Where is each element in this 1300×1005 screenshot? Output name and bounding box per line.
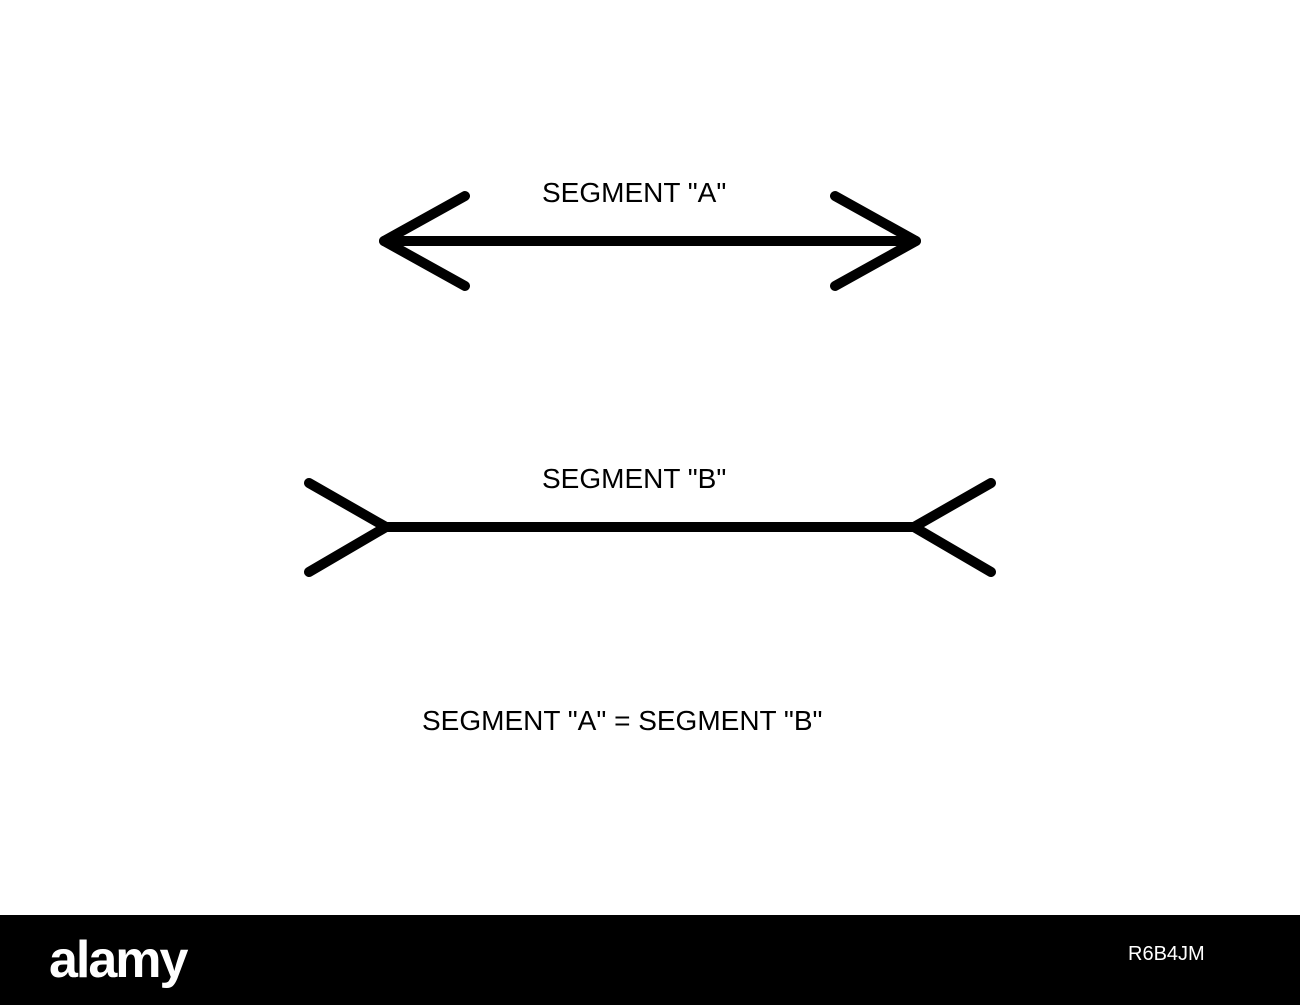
equation-caption: SEGMENT "A" = SEGMENT "B" (422, 705, 823, 736)
segment-b (304, 478, 996, 577)
brand-logo: alamy (49, 931, 188, 989)
segment-a-left-arrowhead (379, 191, 470, 291)
segment-b-left-fins (304, 478, 391, 577)
watermark-footer: alamy R6B4JM (0, 915, 1300, 1005)
segment-a-label: SEGMENT "A" (542, 177, 727, 208)
segment-b-label: SEGMENT "B" (542, 463, 727, 494)
illusion-canvas: SEGMENT "A" SEGMENT "B" SEGMENT "A" = SE… (304, 177, 996, 736)
segment-b-right-fins (909, 478, 996, 577)
muller-lyer-figure (304, 191, 996, 577)
segment-a (379, 191, 921, 291)
segment-a-right-arrowhead (830, 191, 921, 291)
image-id-text: R6B4JM (1128, 943, 1205, 965)
